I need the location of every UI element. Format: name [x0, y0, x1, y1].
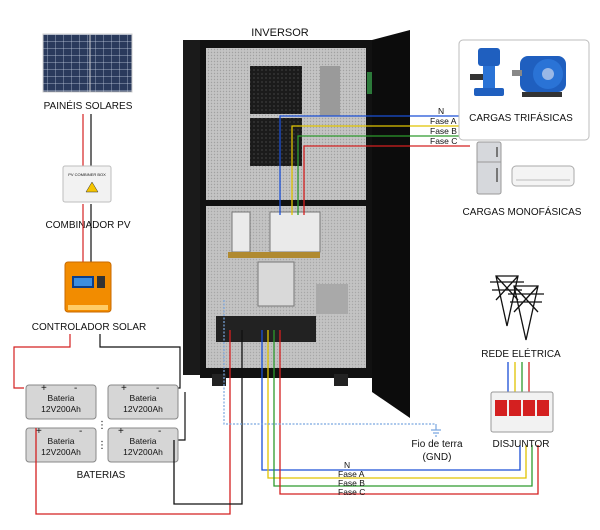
load-wire-phase-a: Fase A: [430, 116, 457, 126]
breaker-label: DISJUNTOR: [492, 439, 549, 450]
battery-name: Bateria: [130, 436, 157, 446]
refrigerator-icon: [476, 141, 502, 195]
inverter-grid-wiring: [261, 330, 539, 495]
battery-unit: Bateria 12V200Ah + -: [107, 426, 179, 463]
circuit-breaker: [490, 391, 554, 433]
single-phase-loads-label: CARGAS MONOFÁSICAS: [463, 205, 582, 218]
load-wire-neutral: N: [438, 106, 444, 116]
battery-negative-terminal: -: [74, 383, 77, 394]
three-phase-loads-label: CARGAS TRIFÁSICAS: [469, 111, 573, 124]
battery-positive-terminal: +: [121, 383, 127, 394]
battery-series-dots: ⋮: [97, 420, 107, 431]
battery-unit: Bateria 12V200Ah + -: [25, 426, 97, 463]
ground-label-line2: (GND): [423, 452, 452, 463]
battery-unit: Bateria 12V200Ah + -: [25, 383, 97, 420]
pv-combiner-box: PV COMBINER BOX: [62, 165, 112, 203]
grid-feed-wiring: [507, 362, 530, 392]
battery-negative-terminal: -: [158, 426, 161, 437]
inverter-load-wiring: [279, 115, 470, 215]
warning-icon: [85, 181, 99, 193]
battery-positive-terminal: +: [118, 426, 124, 437]
grid-wire-phase-c: Fase C: [338, 487, 365, 497]
battery-spec: 12V200Ah: [41, 447, 81, 457]
battery-spec: 12V200Ah: [123, 404, 163, 414]
battery-unit: Bateria 12V200Ah + -: [107, 383, 179, 420]
single-phase-loads-panel: [476, 141, 575, 195]
grid-wire-neutral: N: [344, 460, 350, 470]
battery-bank: Bateria 12V200Ah + - Bateria 12V200Ah + …: [25, 383, 179, 463]
battery-negative-terminal: -: [79, 426, 82, 437]
air-conditioner-icon: [511, 165, 575, 187]
solar-controller: [64, 261, 112, 313]
batteries-label: BATERIAS: [77, 470, 126, 481]
grid-wire-phase-a: Fase A: [338, 469, 365, 479]
solar-controller-label: CONTROLADOR SOLAR: [32, 322, 146, 333]
ground-symbol-icon: [431, 424, 441, 437]
inverter-cabinet: [183, 30, 410, 418]
solar-panels: [42, 33, 133, 93]
electric-motor-icon: [512, 56, 566, 97]
battery-negative-terminal: -: [156, 383, 159, 394]
battery-spec: 12V200Ah: [41, 404, 81, 414]
solar-panels-label: PAINÉIS SOLARES: [44, 99, 133, 112]
battery-dc-wiring: [35, 330, 243, 515]
grid-label: REDE ELÉTRICA: [481, 347, 561, 360]
grid-wire-phase-b: Fase B: [338, 478, 365, 488]
power-pylon-icon: [490, 275, 544, 341]
ground-wiring: [223, 300, 441, 437]
three-phase-loads-panel: [458, 39, 590, 141]
battery-name: Bateria: [48, 393, 75, 403]
inverter-title: INVERSOR: [251, 27, 309, 39]
pv-combiner-label: COMBINADOR PV: [45, 220, 130, 231]
battery-name: Bateria: [130, 393, 157, 403]
battery-spec: 12V200Ah: [123, 447, 163, 457]
load-wire-phase-c: Fase C: [430, 136, 457, 146]
battery-positive-terminal: +: [41, 383, 47, 394]
water-pump-icon: [470, 48, 504, 96]
ground-label-line1: Fio de terra: [411, 439, 463, 450]
battery-name: Bateria: [48, 436, 75, 446]
load-wire-phase-b: Fase B: [430, 126, 457, 136]
battery-positive-terminal: +: [36, 426, 42, 437]
pv-combiner-plate: PV COMBINER BOX: [68, 172, 106, 177]
battery-series-dots: ⋮: [97, 440, 107, 451]
